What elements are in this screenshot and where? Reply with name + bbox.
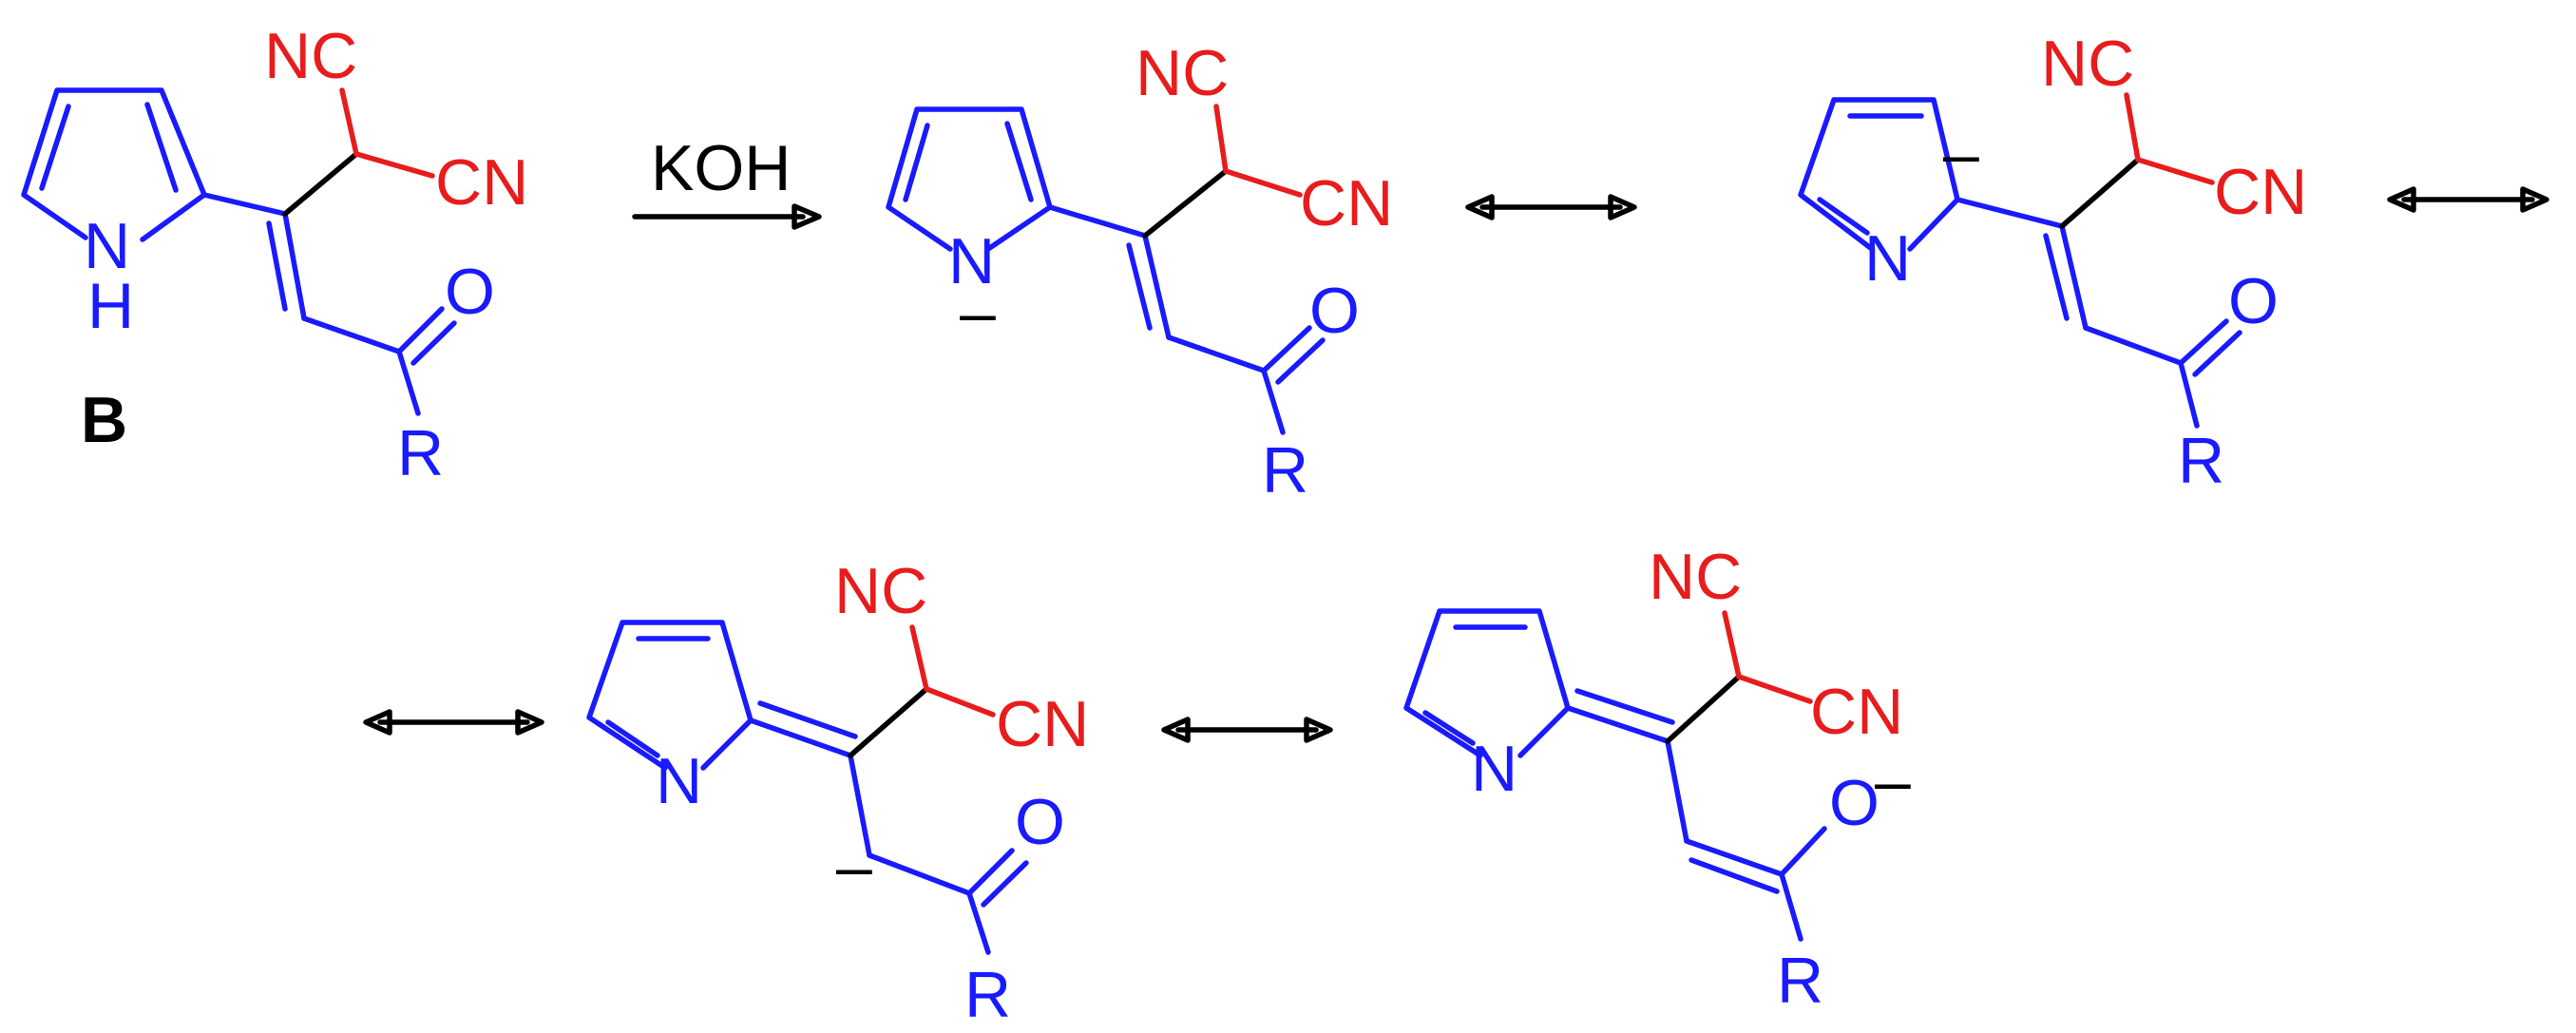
nc-label: NC bbox=[1135, 37, 1229, 109]
exocyclic-chain bbox=[1565, 688, 1827, 942]
vinyl-chain bbox=[1955, 197, 2242, 429]
cn-label: CN bbox=[2214, 156, 2307, 228]
cn-label: CN bbox=[996, 688, 1089, 760]
resonance-arrow bbox=[2387, 186, 2549, 213]
cn-label: CN bbox=[435, 146, 528, 219]
nc-label: NC bbox=[264, 20, 357, 92]
structure-carbanion: N – O R NC CN bbox=[586, 555, 1089, 1031]
atom-h: H bbox=[87, 270, 134, 342]
atom-n: N bbox=[656, 745, 702, 817]
malononitrile-group bbox=[909, 624, 996, 717]
malononitrile-group bbox=[1213, 104, 1303, 198]
anion-charge: – bbox=[1943, 118, 1979, 190]
structure-c2-anion: N – O R NC CN bbox=[1798, 28, 2307, 497]
pyrrole-ring bbox=[1798, 97, 1960, 252]
nc-label: NC bbox=[1649, 541, 1742, 613]
cn-label: CN bbox=[1300, 167, 1393, 239]
exocyclic-chain bbox=[748, 700, 1029, 955]
atom-n: N bbox=[1864, 222, 1911, 295]
atom-o: O bbox=[2228, 265, 2279, 337]
atom-r: R bbox=[1262, 434, 1308, 507]
structure-b: N H O R NC CN B bbox=[21, 20, 528, 489]
vinyl-chain bbox=[201, 192, 457, 416]
atom-r: R bbox=[1777, 945, 1823, 1017]
structure-n-anion: N – O R NC CN bbox=[886, 37, 1393, 507]
atom-n: N bbox=[84, 210, 130, 282]
atom-r: R bbox=[2178, 425, 2224, 497]
nc-label: NC bbox=[2041, 28, 2134, 100]
atom-o: O bbox=[1015, 786, 1065, 858]
pyrrole-ring bbox=[21, 87, 207, 242]
atom-n: N bbox=[1471, 733, 1517, 805]
atom-o: O bbox=[445, 256, 495, 328]
anion-charge: – bbox=[836, 831, 872, 903]
atom-o: O bbox=[1309, 275, 1360, 347]
resonance-arrow bbox=[1465, 194, 1637, 220]
atom-r: R bbox=[397, 417, 444, 489]
malononitrile-group bbox=[2124, 92, 2215, 185]
cn-label: CN bbox=[1810, 676, 1903, 748]
linker-bond bbox=[1142, 168, 1229, 239]
linker-bond bbox=[1665, 674, 1742, 744]
resonance-arrow bbox=[1161, 717, 1333, 743]
atom-n: N bbox=[948, 225, 995, 297]
resonance-arrow bbox=[363, 709, 544, 736]
pyrrole-ring bbox=[1403, 608, 1571, 758]
linker-bond bbox=[848, 686, 929, 758]
malononitrile-group bbox=[339, 87, 435, 179]
linker-bond bbox=[2059, 157, 2141, 229]
nc-label: NC bbox=[834, 555, 927, 627]
structure-enolate: N O – R NC CN bbox=[1403, 541, 1911, 1017]
pyrrole-ring bbox=[886, 106, 1053, 252]
atom-r: R bbox=[964, 959, 1011, 1031]
compound-label: B bbox=[81, 384, 127, 456]
anion-charge: – bbox=[1875, 745, 1911, 817]
pyrrole-ring bbox=[586, 620, 754, 771]
vinyl-chain bbox=[1047, 204, 1326, 435]
reaction-arrow bbox=[632, 203, 822, 230]
atom-o-minus: O bbox=[1829, 767, 1880, 839]
malononitrile-group bbox=[1722, 610, 1813, 704]
reagent-label: KOH bbox=[651, 132, 791, 204]
linker-bond bbox=[282, 151, 359, 217]
anion-charge: – bbox=[960, 277, 996, 349]
